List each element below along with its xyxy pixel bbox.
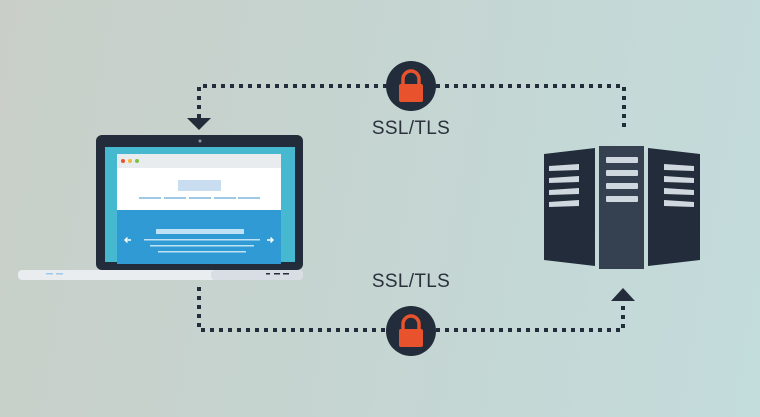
browser-close-dot bbox=[121, 159, 125, 163]
laptop-base-shadow bbox=[211, 270, 303, 280]
arrow-down-icon bbox=[187, 118, 211, 130]
arrow-up-icon bbox=[611, 288, 635, 301]
server-right-unit bbox=[648, 148, 700, 266]
laptop-icon bbox=[18, 135, 303, 280]
browser-maximize-dot bbox=[135, 159, 139, 163]
laptop-camera bbox=[198, 139, 202, 143]
top-connection-line bbox=[197, 84, 626, 130]
page-hero-block bbox=[178, 180, 221, 191]
carousel-prev-icon bbox=[124, 237, 131, 243]
top-ssl-label: SSL/TLS bbox=[371, 118, 451, 139]
browser-titlebar bbox=[117, 154, 281, 168]
bottom-ssl-label: SSL/TLS bbox=[371, 271, 451, 292]
top-padlock-icon bbox=[386, 61, 436, 111]
server-icon bbox=[544, 146, 700, 269]
page-banner-bar bbox=[156, 229, 244, 234]
server-center-unit bbox=[599, 146, 644, 269]
page-blue-section bbox=[117, 210, 281, 264]
carousel-next-icon bbox=[267, 237, 274, 243]
browser-minimize-dot bbox=[128, 159, 132, 163]
bottom-padlock-icon bbox=[386, 306, 436, 356]
